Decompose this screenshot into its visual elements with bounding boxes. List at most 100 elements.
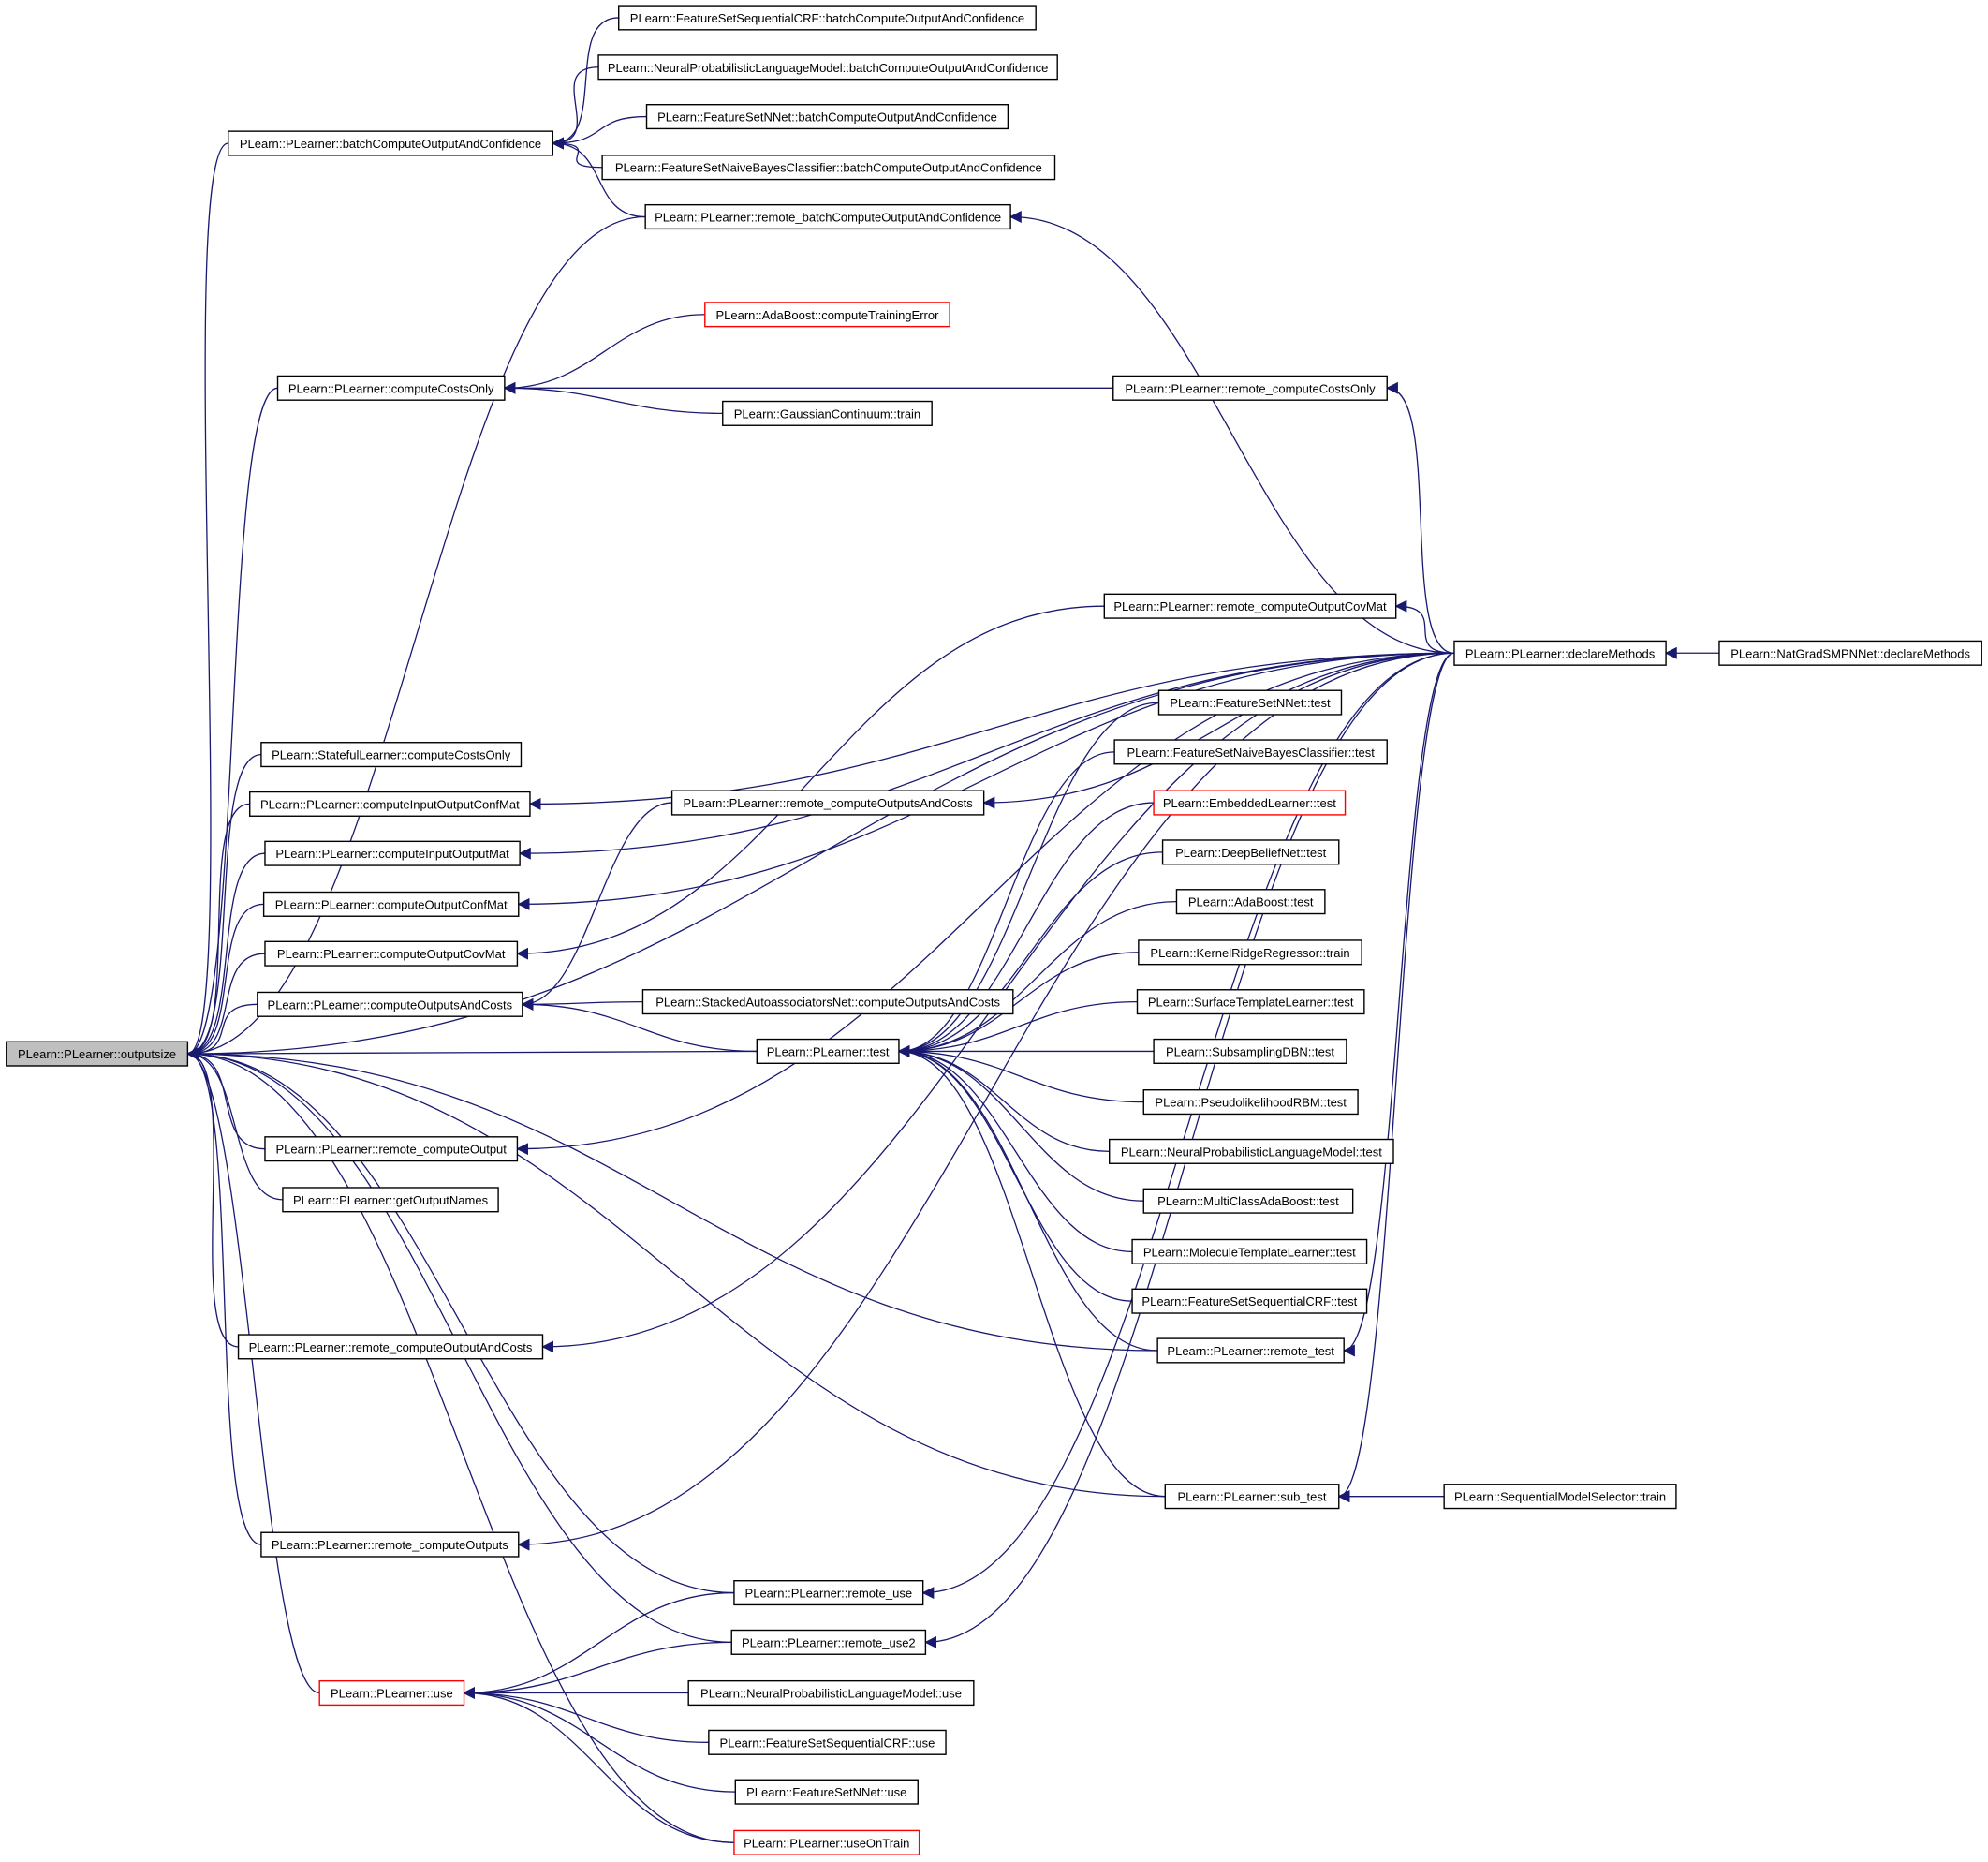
edge-declare-to-remote_cocm (1394, 599, 1454, 654)
node-label: PLearn::StackedAutoassociatorsNet::compu… (655, 996, 1000, 1010)
node-sms-train[interactable]: PLearn::SequentialModelSelector::train (1443, 1484, 1677, 1510)
node-stl-test[interactable]: PLearn::SurfaceTemplateLearner::test (1136, 989, 1365, 1015)
node-remote-coandc[interactable]: PLearn::PLearner::remote_computeOutputAn… (237, 1334, 544, 1360)
node-label: PLearn::PLearner::computeCostsOnly (288, 381, 494, 395)
node-nplm-bcoac[interactable]: PLearn::NeuralProbabilisticLanguageModel… (597, 54, 1058, 81)
edge-remote_coandc-to-outputsize (186, 1047, 239, 1348)
node-label: PLearn::PLearner::sub_test (1178, 1490, 1327, 1504)
edge-declare-to-remote_coac (982, 652, 1454, 809)
node-fsnn-test[interactable]: PLearn::FeatureSetNNet::test (1157, 689, 1343, 716)
edge-coconf-to-outputsize (186, 903, 264, 1060)
node-box (264, 940, 519, 967)
edge-stl_test-to-test (897, 1000, 1138, 1057)
edge-remote_test-to-test (897, 1044, 1158, 1352)
node-sub-test[interactable]: PLearn::PLearner::sub_test (1164, 1484, 1340, 1510)
node-box (228, 130, 554, 156)
node-sdbn-test[interactable]: PLearn::SubsamplingDBN::test (1153, 1038, 1347, 1064)
node-coac[interactable]: PLearn::PLearner::computeOutputsAndCosts (257, 991, 523, 1017)
node-remote-cos[interactable]: PLearn::PLearner::remote_computeOutputs (260, 1531, 520, 1558)
node-remote-cco[interactable]: PLearn::PLearner::remote_computeCostsOnl… (1112, 375, 1388, 401)
node-cocov[interactable]: PLearn::PLearner::computeOutputCovMat (264, 940, 519, 967)
edge-sub_test-to-test (897, 1044, 1166, 1498)
node-remote-test[interactable]: PLearn::PLearner::remote_test (1156, 1337, 1345, 1364)
node-label: PLearn::PLearner::computeOutputsAndCosts (268, 998, 513, 1012)
node-remote-use2[interactable]: PLearn::PLearner::remote_use2 (730, 1629, 927, 1655)
edge-getoutnames-to-outputsize (186, 1047, 283, 1201)
edge-coac-to-outputsize (186, 1003, 258, 1060)
node-box (276, 375, 506, 401)
node-fscrf-test[interactable]: PLearn::FeatureSetSequentialCRF::test (1131, 1288, 1368, 1314)
node-label: PLearn::PLearner::remote_computeCostsOnl… (1125, 381, 1376, 395)
node-box (734, 1779, 919, 1805)
node-emb-test[interactable]: PLearn::EmbeddedLearner::test (1153, 790, 1347, 816)
node-use[interactable]: PLearn::PLearner::use (318, 1679, 465, 1707)
node-fsnn-use[interactable]: PLearn::FeatureSetNNet::use (734, 1779, 919, 1805)
node-box (6, 1041, 189, 1067)
node-ccostsonly[interactable]: PLearn::PLearner::computeCostsOnly (276, 375, 506, 401)
node-ada-test[interactable]: PLearn::AdaBoost::test (1175, 889, 1326, 915)
edge-ada_cte-to-ccostsonly (503, 314, 705, 394)
node-mcada-test[interactable]: PLearn::MultiClassAdaBoost::test (1142, 1188, 1354, 1214)
node-box (264, 840, 521, 866)
edge-fscrf_test-to-test (897, 1044, 1133, 1302)
node-coconf[interactable]: PLearn::PLearner::computeOutputConfMat (262, 891, 520, 917)
node-outputsize[interactable]: PLearn::PLearner::outputsize (6, 1041, 189, 1067)
edge-declare-to-remote_bcoac (1009, 211, 1454, 654)
node-fsnn-bcoac[interactable]: PLearn::FeatureSetNNet::batchComputeOutp… (645, 104, 1009, 130)
node-box (1161, 839, 1340, 865)
node-dbn-test[interactable]: PLearn::DeepBeliefNet::test (1161, 839, 1340, 865)
node-label: PLearn::NeuralProbabilisticLanguageModel… (700, 1687, 962, 1701)
edge-declare-to-remote_co (516, 652, 1454, 1156)
node-test[interactable]: PLearn::PLearner::test (756, 1038, 900, 1064)
node-krr-train[interactable]: PLearn::KernelRidgeRegressor::train (1138, 939, 1362, 966)
node-mtl-test[interactable]: PLearn::MoleculeTemplateLearner::test (1131, 1238, 1368, 1264)
edge-test-to-coac (521, 998, 758, 1053)
node-bcoac[interactable]: PLearn::PLearner::batchComputeOutputAndC… (228, 130, 554, 156)
node-remote-use[interactable]: PLearn::PLearner::remote_use (733, 1580, 924, 1606)
node-box (1103, 593, 1397, 619)
edge-ada_test-to-test (897, 901, 1177, 1057)
edge-fsnb_bcoac-to-bcoac (552, 137, 603, 169)
node-label: PLearn::PseudolikelihoodRBM::test (1155, 1096, 1347, 1110)
node-getoutnames[interactable]: PLearn::PLearner::getOutputNames (282, 1187, 499, 1213)
node-nplm-use[interactable]: PLearn::NeuralProbabilisticLanguageModel… (687, 1679, 975, 1707)
node-box (1112, 375, 1388, 401)
node-sl-cco[interactable]: PLearn::StatefulLearner::computeCostsOnl… (260, 742, 523, 768)
node-remote-co[interactable]: PLearn::PLearner::remote_computeOutput (264, 1136, 519, 1162)
node-label: PLearn::EmbeddedLearner::test (1163, 796, 1336, 810)
node-label: PLearn::PLearner::use (331, 1687, 453, 1701)
node-remote-cocm[interactable]: PLearn::PLearner::remote_computeOutputCo… (1103, 593, 1397, 619)
node-box (641, 989, 1014, 1015)
edge-ciomat-to-outputsize (186, 852, 265, 1060)
node-label: PLearn::PLearner::remote_computeOutputsA… (683, 796, 973, 810)
node-cioconf[interactable]: PLearn::PLearner::computeInputOutputConf… (249, 791, 531, 817)
node-box (645, 104, 1009, 130)
edge-fsnb_test-to-test (897, 751, 1115, 1057)
node-natgrad-declare[interactable]: PLearn::NatGradSMPNNet::declareMethods (1718, 640, 1982, 666)
node-fscrf-use[interactable]: PLearn::FeatureSetSequentialCRF::use (708, 1729, 947, 1755)
node-box (618, 5, 1037, 31)
node-sae-coac[interactable]: PLearn::StackedAutoassociatorsNet::compu… (641, 989, 1014, 1015)
node-remote-coac[interactable]: PLearn::PLearner::remote_computeOutputsA… (670, 790, 985, 816)
node-useontrain[interactable]: PLearn::PLearner::useOnTrain (733, 1829, 920, 1855)
node-box (249, 791, 531, 817)
node-label: PLearn::PLearner::useOnTrain (744, 1836, 909, 1850)
edge-cocov-to-outputsize (186, 953, 265, 1060)
node-gc-train[interactable]: PLearn::GaussianContinuum::train (722, 400, 933, 426)
node-plrbm-test[interactable]: PLearn::PseudolikelihoodRBM::test (1142, 1089, 1359, 1116)
node-nplm-test[interactable]: PLearn::NeuralProbabilisticLanguageModel… (1109, 1138, 1394, 1164)
node-box (1156, 1337, 1345, 1364)
node-fsnb-bcoac[interactable]: PLearn::FeatureSetNaiveBayesClassifier::… (601, 155, 1056, 181)
node-ciomat[interactable]: PLearn::PLearner::computeInputOutputMat (264, 840, 521, 866)
node-box (1164, 1484, 1340, 1510)
node-fsnb-test[interactable]: PLearn::FeatureSetNaiveBayesClassifier::… (1113, 739, 1388, 765)
node-ada-cte[interactable]: PLearn::AdaBoost::computeTrainingError (704, 302, 950, 328)
node-box (704, 302, 950, 328)
node-fscrf-bcoac[interactable]: PLearn::FeatureSetSequentialCRF::batchCo… (618, 5, 1037, 31)
node-label: PLearn::FeatureSetSequentialCRF::test (1141, 1294, 1357, 1308)
node-declare[interactable]: PLearn::PLearner::declareMethods (1453, 640, 1667, 666)
node-box (1142, 1188, 1354, 1214)
node-remote-bcoac[interactable]: PLearn::PLearner::remote_batchComputeOut… (644, 203, 1011, 230)
edge-declare-to-remote_use (921, 652, 1454, 1600)
